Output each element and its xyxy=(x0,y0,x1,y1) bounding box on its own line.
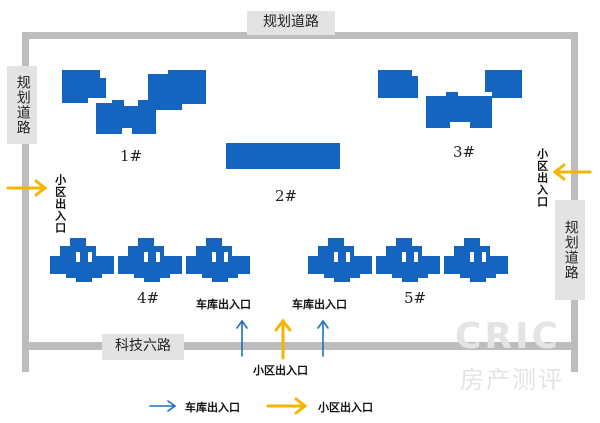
road-label-right: 规划道路 xyxy=(555,200,585,300)
watermark-subtitle: 房产测评 xyxy=(460,366,564,394)
left-community-arrow xyxy=(6,179,48,197)
building-2-label: 2# xyxy=(275,187,298,205)
building-1-footprint xyxy=(62,70,206,134)
building-3-footprint xyxy=(378,70,522,128)
building-4-label: 4# xyxy=(137,289,160,307)
legend-community-label: 小区出入口 xyxy=(318,401,373,414)
building-4-footprint xyxy=(50,238,250,282)
building-5-footprint xyxy=(308,238,508,282)
left-community-entrance-label: 小区出入口 xyxy=(53,174,67,234)
garage-right-entrance-label: 车库出入口 xyxy=(292,298,347,311)
garage-right-arrow xyxy=(317,319,329,357)
right-community-entrance-label: 小区出入口 xyxy=(535,148,549,208)
building-5-label: 5# xyxy=(404,289,427,307)
road-label-top: 规划道路 xyxy=(247,11,335,35)
road-top xyxy=(22,32,578,39)
road-bottom xyxy=(22,342,578,350)
legend-community-arrow xyxy=(266,397,308,415)
legend-garage-label: 车库出入口 xyxy=(185,401,240,414)
legend-garage-arrow xyxy=(149,400,177,412)
building-1-label: 1# xyxy=(120,147,143,165)
watermark-cric: CRIC xyxy=(455,316,561,357)
road-label-left: 规划道路 xyxy=(7,66,37,144)
building-3-label: 3# xyxy=(453,143,476,161)
right-community-arrow xyxy=(552,163,592,181)
garage-left-arrow xyxy=(236,319,248,357)
road-label-bottom: 科技六路 xyxy=(102,334,184,360)
bottom-community-arrow xyxy=(274,318,292,360)
garage-left-entrance-label: 车库出入口 xyxy=(196,298,251,311)
bottom-community-entrance-label: 小区出入口 xyxy=(253,364,308,377)
building-2-footprint xyxy=(226,143,340,169)
road-left xyxy=(22,32,29,372)
